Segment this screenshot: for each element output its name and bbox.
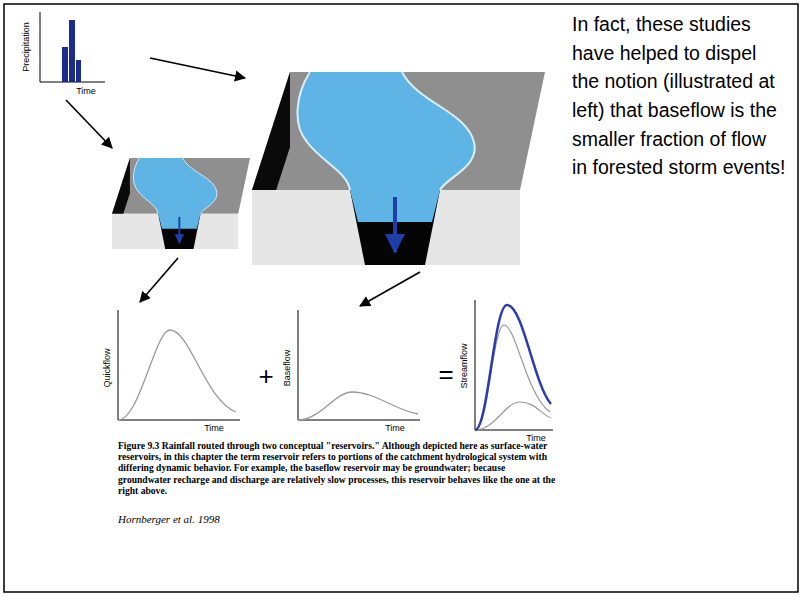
operator-symbol: + — [258, 362, 273, 391]
axis-label: Time — [76, 87, 96, 97]
axis-label: Time — [204, 424, 224, 434]
baseflow-reservoir — [252, 72, 545, 265]
axis-label: Streamflow — [460, 343, 470, 388]
axis-label: Time — [385, 424, 405, 434]
baseflow-chart — [298, 310, 420, 420]
quickflow-reservoir — [112, 158, 250, 249]
slide-frame — [4, 4, 798, 592]
slide-text: In fact, these studies have helped to di… — [572, 10, 786, 182]
precipitation-chart — [40, 12, 105, 82]
quickflow-chart — [118, 310, 240, 420]
operator-symbol: = — [438, 360, 453, 389]
axis-label: Baseflow — [283, 350, 293, 387]
streamflow-chart — [475, 300, 553, 430]
citation: Hornberger et al. 1998 — [118, 513, 220, 525]
axis-label: Quickflow — [103, 348, 113, 387]
figure-caption: Figure 9.3 Rainfall routed through two c… — [118, 440, 560, 496]
flow-arrow — [66, 58, 420, 306]
axis-label: Precipitation — [22, 22, 32, 72]
